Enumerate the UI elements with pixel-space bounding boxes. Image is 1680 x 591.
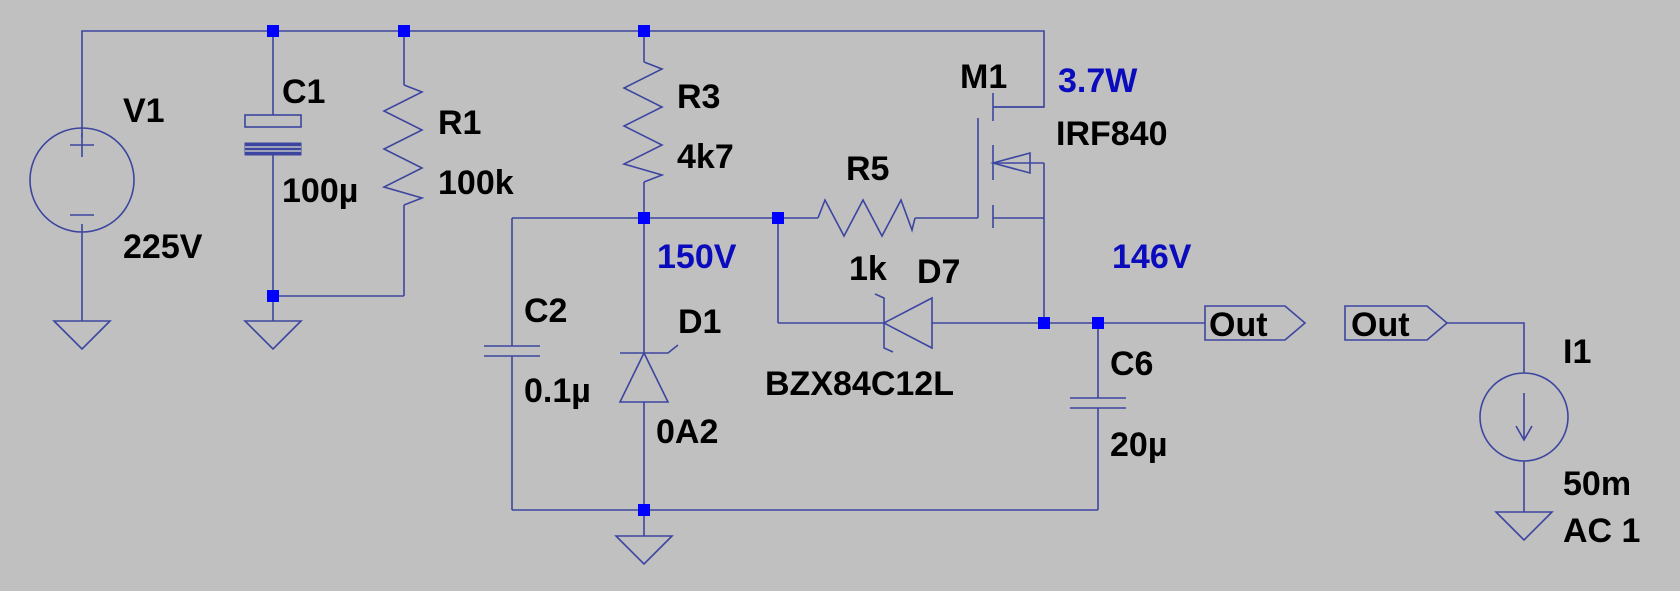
ground-icon [243,320,303,351]
i1-current-source[interactable]: I1 50m AC 1 [1479,333,1640,550]
r3-value: 4k7 [677,138,734,176]
c6-value: 20µ [1110,426,1167,464]
r5-resistor[interactable]: R5 1k [817,150,916,288]
c6-capacitor[interactable] [1070,397,1126,409]
r3-resistor[interactable]: R3 4k7 [621,61,734,183]
r1-value: 100k [438,164,514,202]
i1-ac-value: AC 1 [1563,512,1640,550]
arrow-down-icon [1515,393,1533,442]
i1-name: I1 [1563,333,1591,371]
c2-capacitor[interactable] [484,345,540,357]
c2-value: 0.1µ [524,372,591,410]
d7-zener-diode[interactable] [874,293,933,353]
ground-icon [1494,511,1554,542]
m1-power-annotation: 3.7W [1058,62,1138,100]
v1-name: V1 [123,92,165,130]
zener-node-annotation: 150V [657,238,737,276]
net-label-out-left-text: Out [1209,306,1268,344]
d7-value: BZX84C12L [765,365,954,403]
net-label-out-right-text: Out [1351,306,1410,344]
d1-name: D1 [678,303,721,341]
net-label-out-left[interactable]: Out [1204,305,1307,344]
c1-value: 100µ [282,172,358,210]
output-node-annotation: 146V [1112,238,1192,276]
v1-voltage-source[interactable]: V1 225V [29,92,203,266]
plus-icon [70,133,94,157]
d7-name: D7 [917,253,960,291]
r3-name: R3 [677,78,720,116]
junctions [267,25,1104,516]
c6-name: C6 [1110,345,1153,383]
m1-mosfet[interactable] [977,93,1045,228]
d1-diode[interactable] [618,344,679,403]
v1-value: 225V [123,228,203,266]
r1-name: R1 [438,104,481,142]
r5-value: 1k [849,250,887,288]
i1-value: 50m [1563,465,1631,503]
wires [81,30,1525,512]
ground-icon [614,535,674,566]
m1-value: IRF840 [1056,115,1168,153]
d1-value: 0A2 [656,413,718,451]
m1-name: M1 [960,58,1007,96]
c1-name: C1 [282,73,325,111]
c2-name: C2 [524,292,567,330]
ground-icon [52,320,112,351]
c1-capacitor[interactable]: C1 100µ [244,73,358,210]
r5-name: R5 [846,150,889,188]
net-label-out-right[interactable]: Out [1344,305,1449,344]
r1-resistor[interactable]: R1 100k [381,84,514,206]
